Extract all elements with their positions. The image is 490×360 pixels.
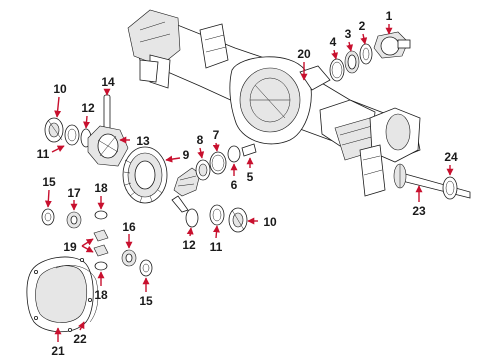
- callout-3: 3: [345, 27, 352, 41]
- callout-20: 20: [297, 47, 311, 61]
- callout-10-top: 10: [53, 82, 67, 96]
- callout-2: 2: [359, 19, 366, 33]
- callout-5: 5: [247, 170, 254, 184]
- callout-19: 19: [63, 240, 77, 254]
- callout-labels: 1 2 3 4 5 6 7 8 9 10 10 11 11 12 12 13 1…: [37, 9, 458, 358]
- callout-8: 8: [197, 133, 204, 147]
- bearing-race-inner: [209, 151, 227, 175]
- pinion-seal: [359, 43, 373, 65]
- pinion-yoke: [373, 31, 411, 59]
- bearing-race-outer: [329, 58, 345, 82]
- side-gear-right: [121, 249, 137, 267]
- callout-12-lower: 12: [182, 238, 196, 252]
- bearing-cone-lower: [209, 204, 225, 226]
- callout-21: 21: [51, 344, 65, 358]
- callout-13: 13: [136, 134, 150, 148]
- pinion-gear: [171, 167, 201, 213]
- differential-cover: [26, 256, 94, 333]
- pinion-mate-gears: [93, 229, 109, 257]
- callout-22: 22: [73, 332, 87, 346]
- differential-case: [87, 125, 129, 167]
- pinion-washer-lower: [94, 261, 108, 271]
- callout-17: 17: [67, 186, 81, 200]
- callout-11-left: 11: [37, 147, 50, 161]
- shim-lower: [185, 208, 199, 228]
- callout-15-bottom: 15: [139, 294, 153, 308]
- axle-seal: [442, 176, 458, 200]
- callout-23: 23: [412, 204, 426, 218]
- cover-gasket: [55, 265, 99, 323]
- callout-24: 24: [444, 150, 458, 164]
- callout-1: 1: [386, 9, 393, 23]
- callout-6: 6: [231, 178, 238, 192]
- callout-9: 9: [183, 148, 190, 162]
- bearing-cone-left: [64, 124, 80, 146]
- callout-18-top: 18: [94, 181, 108, 195]
- axle-shaft: [393, 163, 471, 199]
- pinion-washer-upper: [94, 210, 108, 220]
- callout-arrows: [44, 24, 454, 342]
- thrust-washer-left: [41, 208, 55, 226]
- callout-4: 4: [330, 35, 337, 49]
- axle-housing: [127, 9, 421, 197]
- callout-12-top: 12: [81, 101, 95, 115]
- callout-10-lower: 10: [263, 215, 277, 229]
- thrust-washer-right: [139, 259, 153, 277]
- bearing-cup-left: [44, 117, 64, 143]
- spacer-ring: [227, 145, 241, 163]
- callout-15-top: 15: [42, 175, 56, 189]
- callout-14: 14: [101, 75, 115, 89]
- callout-11-lower: 11: [210, 240, 223, 254]
- collapsible-spacer: [241, 143, 257, 157]
- bearing-cup-lower: [228, 207, 248, 233]
- callout-18-bottom: 18: [94, 288, 108, 302]
- side-gear-left: [66, 211, 82, 229]
- ring-gear: [122, 146, 168, 204]
- pinion-bearing-inner: [195, 159, 211, 181]
- callout-16: 16: [122, 220, 136, 234]
- callout-7: 7: [213, 128, 220, 142]
- pinion-bearing-outer: [344, 50, 360, 74]
